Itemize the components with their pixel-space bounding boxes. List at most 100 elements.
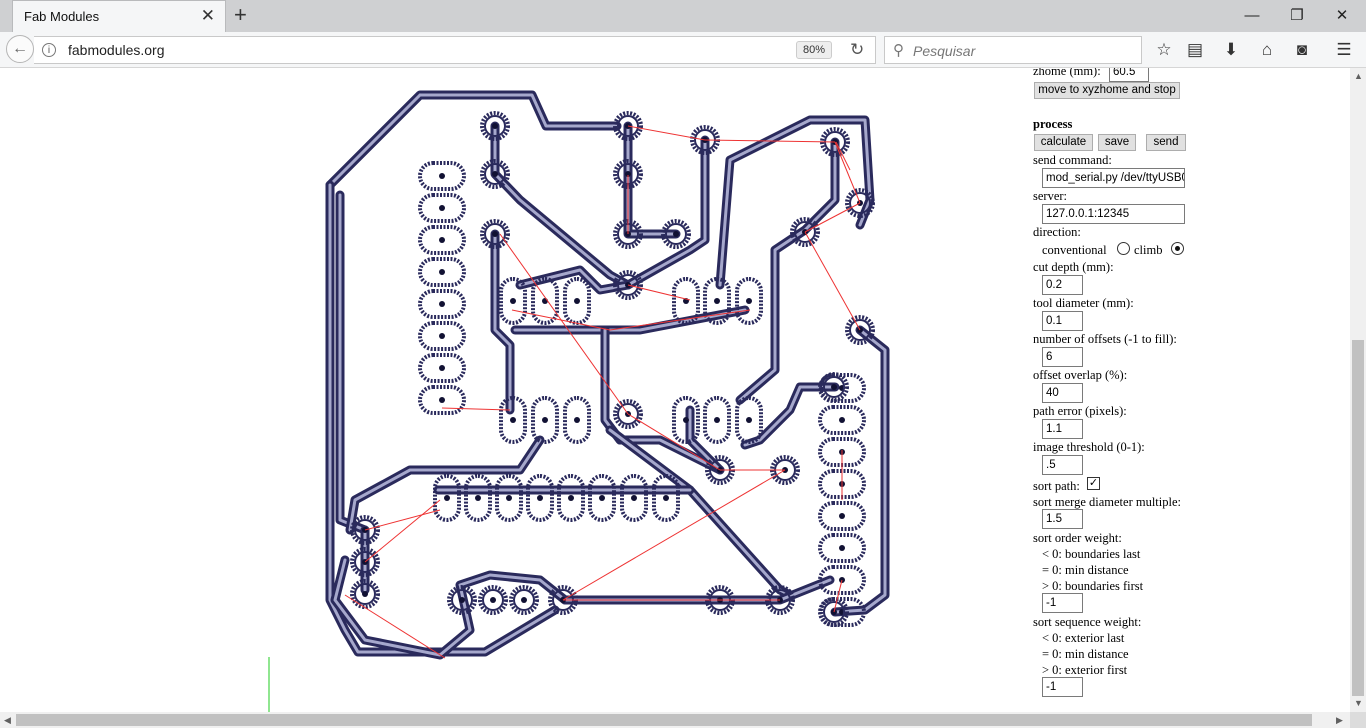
search-input[interactable] xyxy=(911,40,1135,62)
server-input[interactable]: 127.0.0.1:12345 xyxy=(1042,204,1185,224)
window-close-icon[interactable]: ✕ xyxy=(1335,7,1349,24)
zoom-level[interactable]: 80% xyxy=(796,41,832,59)
scroll-left-icon[interactable]: ◀ xyxy=(4,715,11,725)
conventional-radio[interactable] xyxy=(1117,242,1130,255)
tab-close-icon[interactable]: ✕ xyxy=(200,6,215,25)
scroll-down-icon[interactable]: ▼ xyxy=(1354,698,1363,708)
pad-oval-vertical xyxy=(703,277,731,325)
trace-outline-7 xyxy=(715,115,875,290)
horizontal-scroll-thumb[interactable] xyxy=(16,714,1312,726)
horizontal-scrollbar[interactable]: ◀ ▶ xyxy=(0,712,1350,728)
minimize-icon[interactable]: — xyxy=(1244,7,1260,24)
pad-oval xyxy=(418,353,466,383)
overlap-label: offset overlap (%): xyxy=(1033,368,1128,382)
pad-oval-vertical xyxy=(672,396,700,444)
reload-icon[interactable]: ↻ xyxy=(850,40,865,59)
pad-oval-vertical xyxy=(652,474,680,522)
pad-ring xyxy=(765,585,795,615)
pad-center xyxy=(746,298,752,304)
trace-core-0 xyxy=(328,93,619,187)
pad-inner-ring xyxy=(484,223,506,245)
vertical-scroll-thumb[interactable] xyxy=(1352,340,1364,696)
restore-icon[interactable]: ❐ xyxy=(1290,7,1304,24)
home-icon[interactable]: ⌂ xyxy=(1261,40,1273,59)
offsets-input[interactable]: 6 xyxy=(1042,347,1083,367)
travel-link-3 xyxy=(804,202,861,233)
path-error-input[interactable]: 1.1 xyxy=(1042,419,1083,439)
pad-center xyxy=(574,417,580,423)
climb-radio[interactable] xyxy=(1171,242,1184,255)
overlap-input[interactable]: 40 xyxy=(1042,383,1083,403)
cut-depth-input[interactable]: 0.2 xyxy=(1042,275,1083,295)
pad-oval-vertical xyxy=(703,396,731,444)
scroll-right-icon[interactable]: ▶ xyxy=(1336,715,1343,725)
trace-outline-2 xyxy=(335,190,370,535)
reading-list-icon[interactable]: ▤ xyxy=(1186,40,1204,59)
trace-outline-8 xyxy=(735,137,840,405)
pad-ring xyxy=(509,585,539,615)
pad-center xyxy=(439,365,445,371)
vertical-scrollbar[interactable]: ▲ ▼ xyxy=(1350,68,1366,712)
checkmark-icon: ✓ xyxy=(1088,477,1099,489)
calculate-button[interactable]: calculate xyxy=(1034,134,1093,151)
trace-core-5 xyxy=(493,232,512,412)
tool-diameter-input[interactable]: 0.1 xyxy=(1042,311,1083,331)
pad-center xyxy=(439,333,445,339)
toolpath-pads xyxy=(350,111,875,627)
pad-inner-ring xyxy=(484,163,506,185)
pad-oval xyxy=(418,257,466,287)
pad-ring xyxy=(350,515,380,545)
scroll-up-icon[interactable]: ▲ xyxy=(1354,71,1363,81)
trace-core-3 xyxy=(493,124,630,287)
pad-inner-ring xyxy=(823,601,845,623)
pad-center xyxy=(439,269,445,275)
pad-inner-ring xyxy=(849,319,871,341)
sequence-weight-input[interactable]: -1 xyxy=(1042,677,1083,697)
pad-oval xyxy=(818,501,866,531)
downloads-icon[interactable]: ⬇ xyxy=(1223,40,1239,59)
pad-center xyxy=(492,123,498,129)
pad-center xyxy=(625,171,631,177)
site-info-icon[interactable]: i xyxy=(42,43,56,57)
pocket-icon[interactable]: ◙ xyxy=(1296,40,1308,59)
url-text[interactable]: fabmodules.org xyxy=(68,42,165,58)
order-weight-input[interactable]: -1 xyxy=(1042,593,1083,613)
search-box[interactable]: ⚲ xyxy=(884,36,1142,64)
pad-center xyxy=(631,495,637,501)
url-bar[interactable]: i fabmodules.org 80% ↻ xyxy=(34,36,876,64)
menu-icon[interactable]: ☰ xyxy=(1336,40,1352,59)
climb-label: climb xyxy=(1134,243,1163,257)
pad-inner-ring xyxy=(794,221,816,243)
send-command-input[interactable]: mod_serial.py /dev/ttyUSB0 xyxy=(1042,168,1185,188)
trace-core-16 xyxy=(333,558,567,657)
send-button[interactable]: send xyxy=(1146,134,1186,151)
pad-oval-vertical xyxy=(433,474,461,522)
pad-inner-ring xyxy=(354,551,376,573)
sequence-weight-label: sort sequence weight: xyxy=(1033,615,1142,629)
move-xyzhome-button[interactable]: move to xyzhome and stop xyxy=(1034,82,1180,99)
pad-oval-vertical xyxy=(620,474,648,522)
save-button[interactable]: save xyxy=(1098,134,1136,151)
pad-inner-ring xyxy=(617,274,639,296)
page-content: zhome (mm): 60.5 move to xyzhome and sto… xyxy=(0,68,1350,712)
pad-center xyxy=(839,545,845,551)
pad-center xyxy=(492,231,498,237)
travel-link-11 xyxy=(562,469,786,601)
pad-inner-ring xyxy=(617,115,639,137)
pad-ring xyxy=(790,217,820,247)
pad-center xyxy=(492,171,498,177)
back-button[interactable]: ← xyxy=(6,35,34,63)
travel-link-9 xyxy=(627,413,721,471)
new-tab-icon[interactable]: + xyxy=(234,2,247,27)
pad-inner-ring xyxy=(482,589,504,611)
bookmark-star-icon[interactable]: ☆ xyxy=(1156,40,1172,59)
threshold-input[interactable]: .5 xyxy=(1042,455,1083,475)
pad-oval xyxy=(818,597,866,627)
zhome-input[interactable]: 60.5 xyxy=(1109,68,1149,82)
back-arrow-icon: ← xyxy=(12,40,28,57)
pad-ring xyxy=(845,188,875,218)
merge-input[interactable]: 1.5 xyxy=(1042,509,1083,529)
travel-link-8 xyxy=(627,284,691,301)
sort-path-checkbox[interactable]: ✓ xyxy=(1087,477,1100,490)
tab-fab-modules[interactable]: Fab Modules ✕ xyxy=(12,0,226,32)
